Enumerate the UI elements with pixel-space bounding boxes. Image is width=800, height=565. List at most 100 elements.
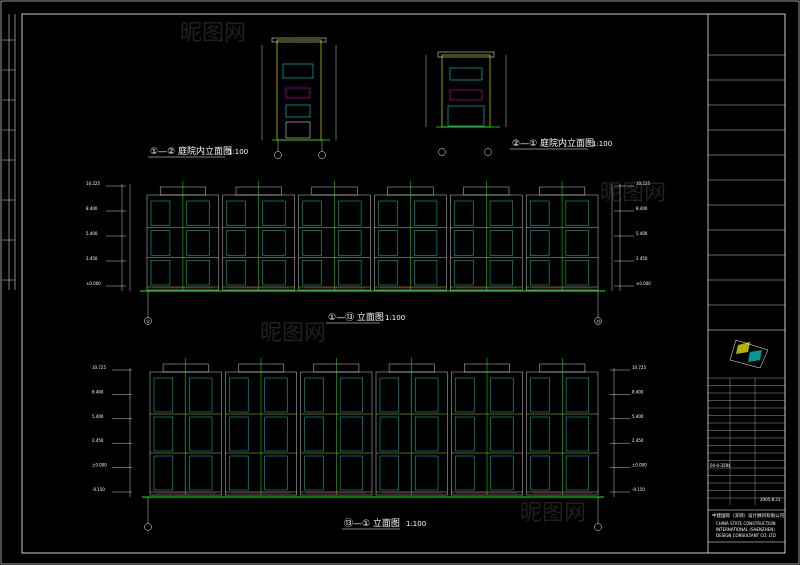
- level-label: ±0.000: [636, 281, 651, 286]
- elevation-13-1: [129, 358, 615, 498]
- title-elev-1-13: ①—⑬ 立面图: [328, 311, 384, 323]
- level-label: ±0.000: [632, 463, 647, 468]
- window: [339, 416, 363, 452]
- window: [229, 377, 249, 413]
- level-label: 2.450: [86, 256, 98, 261]
- level-label: 5.400: [86, 231, 98, 236]
- level-label: 5.400: [92, 414, 104, 419]
- window: [378, 230, 398, 256]
- window: [415, 455, 439, 491]
- company-en-1: CHINA STATE CONSTRUCTION: [716, 521, 776, 526]
- window: [189, 455, 213, 491]
- window: [339, 377, 363, 413]
- window: [262, 260, 286, 286]
- level-label: 10.225: [86, 181, 100, 186]
- window: [186, 260, 210, 286]
- level-label: 8.400: [632, 389, 644, 394]
- window: [379, 416, 400, 452]
- company-en-3: DESIGN CONSULTANT CO. LTD: [716, 533, 776, 538]
- drawing-date: 2005.8.31: [760, 497, 781, 502]
- window: [489, 260, 513, 286]
- svg-text:昵图网: 昵图网: [520, 501, 586, 526]
- courtyard-elevation-2: [261, 37, 337, 159]
- window: [338, 260, 362, 286]
- window: [229, 455, 249, 491]
- watermark: 昵图网 昵图网 昵图网 昵图网: [180, 21, 666, 526]
- level-label: 2.450: [632, 438, 644, 443]
- level-label: 2.450: [636, 256, 648, 261]
- window: [189, 416, 213, 452]
- window: [379, 455, 400, 491]
- window: [565, 260, 589, 286]
- title-courtyard-1: ②—① 庭院内立面图: [512, 137, 594, 149]
- window: [153, 416, 174, 452]
- svg-text:昵图网: 昵图网: [260, 321, 326, 346]
- title-block: [708, 54, 785, 543]
- window: [338, 230, 362, 256]
- window: [530, 377, 550, 413]
- window: [153, 377, 174, 413]
- window: [565, 230, 589, 256]
- window: [150, 230, 171, 256]
- window: [378, 200, 398, 226]
- window: [454, 200, 474, 226]
- company-cn: 中建国际（深圳）设计顾问有限公司: [712, 512, 784, 519]
- level-label: 10.725: [632, 365, 646, 370]
- window: [150, 260, 171, 286]
- window: [530, 416, 550, 452]
- window: [226, 200, 246, 226]
- window: [302, 260, 322, 286]
- window: [304, 455, 324, 491]
- window: [529, 260, 550, 286]
- window: [454, 230, 474, 256]
- window: [264, 377, 288, 413]
- level-label: -0.150: [92, 487, 105, 492]
- left-margin-strip: [2, 39, 15, 281]
- window: [565, 200, 589, 226]
- window: [304, 377, 324, 413]
- window: [150, 200, 171, 226]
- scale-elev-13-1: 1:100: [406, 520, 426, 528]
- window: [455, 455, 475, 491]
- level-label: 8.400: [636, 206, 648, 211]
- scale-elev-1-13: 1:100: [385, 314, 405, 322]
- window: [455, 377, 475, 413]
- axis-1-mid: ①: [146, 319, 150, 325]
- window: [414, 260, 438, 286]
- window: [229, 416, 249, 452]
- level-label: ±0.000: [92, 463, 107, 468]
- level-label: 10.725: [92, 365, 106, 370]
- frame-border: [21, 13, 786, 554]
- window: [189, 377, 213, 413]
- window: [379, 377, 400, 413]
- window: [264, 455, 288, 491]
- window: [339, 455, 363, 491]
- company-block: 中建国际（深圳）设计顾问有限公司 CHINA STATE CONSTRUCTIO…: [710, 463, 784, 538]
- window: [414, 230, 438, 256]
- window: [489, 230, 513, 256]
- courtyard-elevation-1: [425, 51, 507, 156]
- window: [529, 230, 550, 256]
- level-label: 2.450: [92, 438, 104, 443]
- window: [565, 416, 589, 452]
- scale-courtyard-2: 1:100: [228, 148, 248, 156]
- window: [186, 200, 210, 226]
- window: [302, 200, 322, 226]
- level-label: 10.225: [636, 181, 650, 186]
- level-label: -0.150: [632, 487, 645, 492]
- window: [490, 455, 514, 491]
- window: [264, 416, 288, 452]
- window: [565, 455, 589, 491]
- window: [378, 260, 398, 286]
- title-courtyard-2: ①—② 庭院内立面图: [150, 145, 232, 157]
- level-label: 5.400: [632, 414, 644, 419]
- svg-text:昵图网: 昵图网: [180, 21, 246, 46]
- level-label: 8.400: [86, 206, 98, 211]
- window: [262, 230, 286, 256]
- window: [455, 416, 475, 452]
- level-label: ±0.000: [86, 281, 101, 286]
- axis-13-mid: ⑬: [596, 318, 601, 325]
